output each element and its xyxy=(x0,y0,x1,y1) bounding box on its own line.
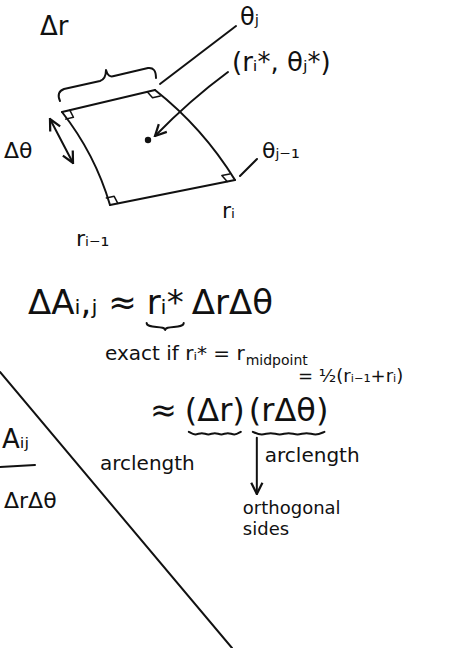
arc-side: (rΔθ) xyxy=(249,392,329,429)
squiggle-underline xyxy=(189,432,241,435)
right-angle-mark xyxy=(147,92,160,98)
radial-side: (Δr) xyxy=(185,392,245,429)
pointer-line xyxy=(256,438,258,494)
r-i-minus-1-label: rᵢ₋₁ xyxy=(76,226,109,251)
delta-theta-label: Δθ xyxy=(4,138,33,163)
side-note: arclength xyxy=(100,452,195,475)
leader-line xyxy=(240,159,257,176)
sample-radius: rᵢ* xyxy=(147,283,184,322)
leader-arrow xyxy=(155,72,228,136)
midpoint-formula: = ½(rᵢ₋₁+rᵢ) xyxy=(298,366,403,387)
area-factors: ΔrΔθ xyxy=(192,283,273,322)
cut-off-fraction: ΔrΔθ xyxy=(4,488,57,513)
fraction-bar xyxy=(0,465,35,467)
r-i-label: rᵢ xyxy=(222,198,235,223)
right-angle-mark xyxy=(66,110,74,119)
theta-j-minus-1-label: θⱼ₋₁ xyxy=(262,138,300,163)
delta-theta-arrow xyxy=(50,119,73,163)
sample-point-label: (rᵢ*, θⱼ*) xyxy=(232,48,331,78)
radial-edge xyxy=(62,90,155,112)
arc-edge xyxy=(155,90,235,180)
radial-edge xyxy=(110,180,235,205)
right-angle-mark xyxy=(106,196,118,203)
squiggle-underline xyxy=(253,432,325,435)
delta-r-bracket xyxy=(59,68,156,101)
approx-sign: ≈ xyxy=(150,392,177,429)
delta-r-label: Δr xyxy=(40,12,68,42)
side-note: orthogonal sides xyxy=(243,498,353,539)
arc-edge xyxy=(62,112,110,205)
side-note: arclength xyxy=(265,444,360,467)
sample-point xyxy=(145,137,151,143)
theta-j-label: θⱼ xyxy=(240,4,259,32)
underbrace xyxy=(147,323,184,330)
area-formula: ΔAᵢ,ⱼ ≈ xyxy=(28,283,137,322)
cut-off-fraction: Aᵢⱼ xyxy=(2,425,29,455)
right-angle-mark xyxy=(222,174,230,182)
exactness-note: exact if rᵢ* = r xyxy=(105,342,245,365)
